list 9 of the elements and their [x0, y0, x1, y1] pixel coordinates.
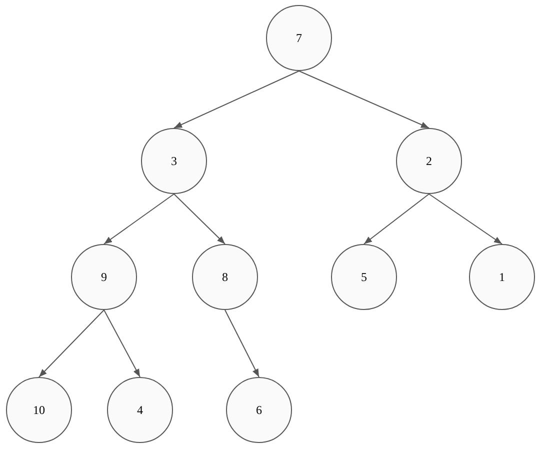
arrow: [174, 194, 226, 244]
arrow: [298, 70, 430, 128]
arrow: [104, 310, 140, 378]
arrow: [38, 310, 104, 378]
arrow: [224, 310, 260, 378]
arrow: [104, 194, 174, 244]
arrow: [174, 70, 300, 128]
arrow: [428, 194, 502, 244]
arrow: [364, 194, 430, 244]
